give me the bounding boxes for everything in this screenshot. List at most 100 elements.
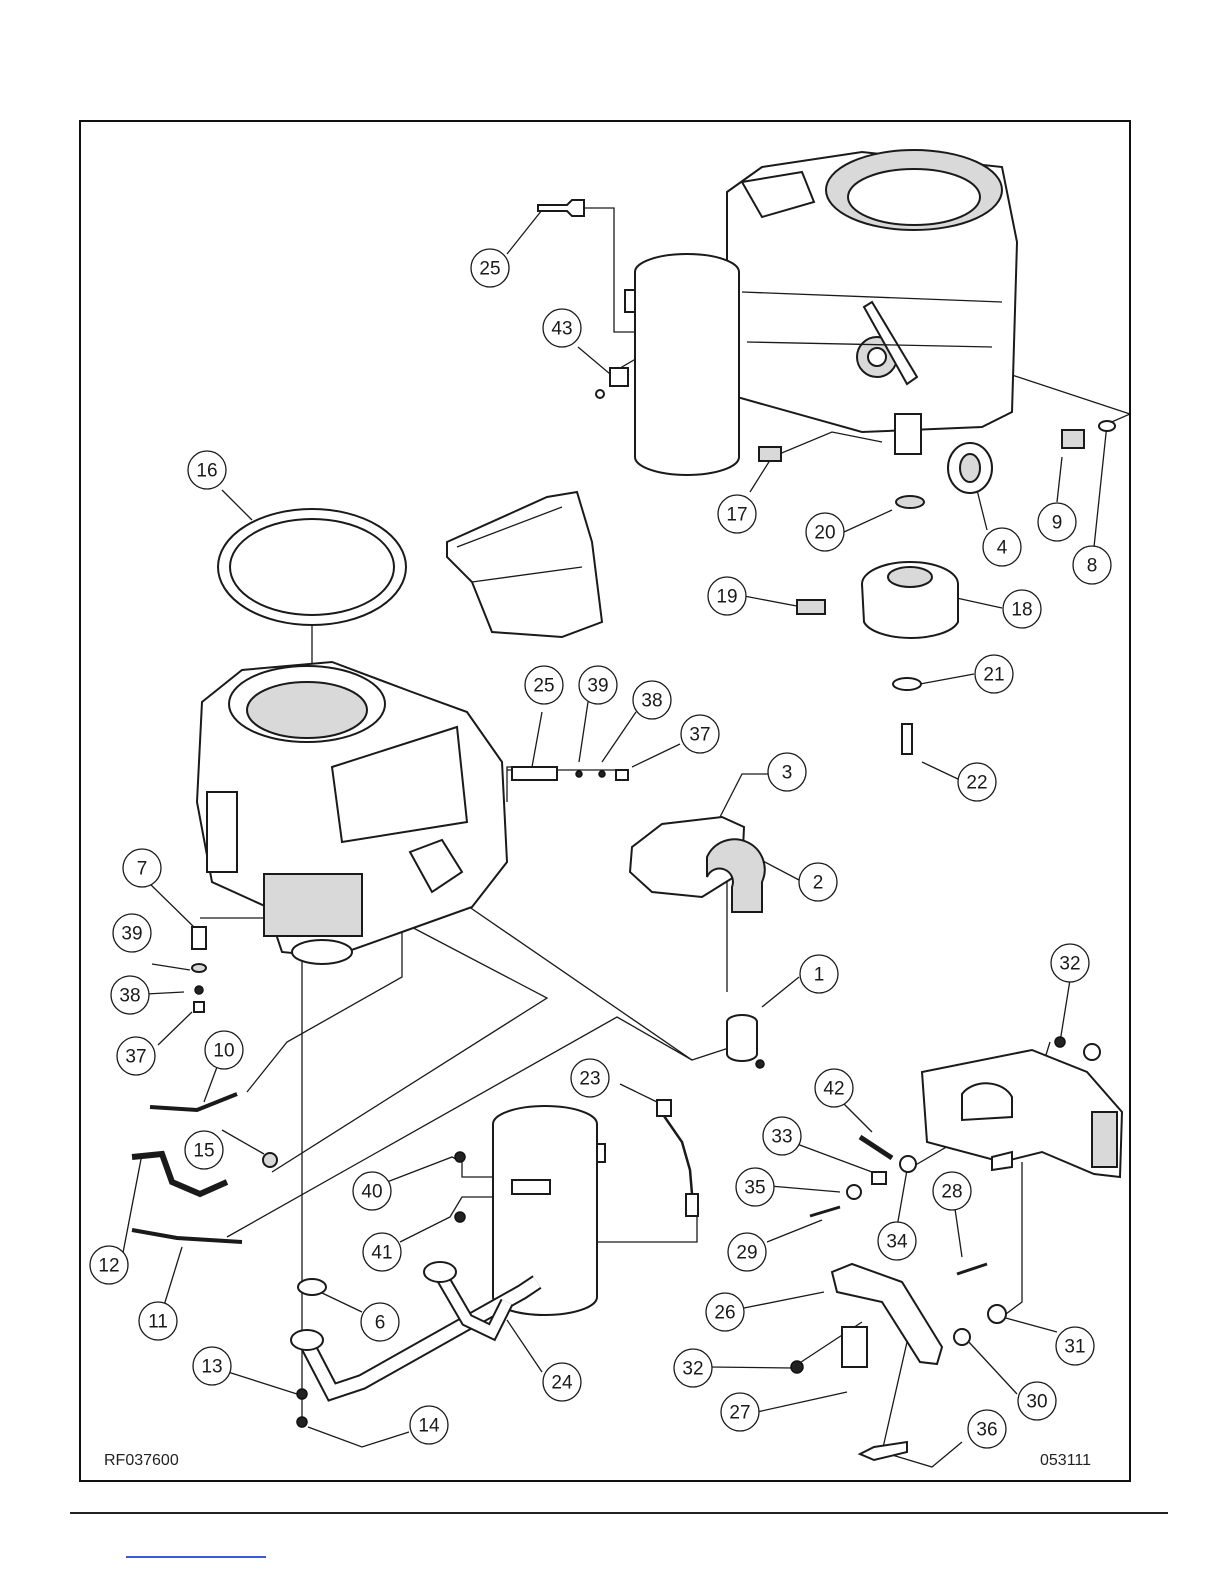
callout-c19: 19 — [708, 577, 746, 615]
callout-label: 28 — [941, 1182, 962, 1203]
exploded-parts-diagram: 2543161720498191821222539383732739383711… — [81, 122, 1129, 1480]
callout-label: 25 — [479, 259, 500, 280]
control-bracket-right — [922, 1037, 1122, 1177]
callout-label: 15 — [193, 1141, 214, 1162]
callout-c21: 21 — [975, 655, 1013, 693]
callout-c17: 17 — [718, 495, 756, 533]
callout-label: 41 — [371, 1243, 392, 1264]
callout-c20: 20 — [806, 513, 844, 551]
callout-label: 7 — [137, 859, 148, 880]
elbow-fitting-1 — [727, 1015, 764, 1068]
callout-c2: 2 — [799, 863, 837, 901]
callout-c4: 4 — [983, 528, 1021, 566]
callout-label: 18 — [1011, 600, 1032, 621]
callout-c9: 9 — [1038, 503, 1076, 541]
callout-c37a: 37 — [681, 715, 719, 753]
callout-label: 39 — [587, 676, 608, 697]
drawing-code: RF037600 — [104, 1452, 179, 1470]
callout-c16: 16 — [188, 451, 226, 489]
callout-label: 32 — [682, 1359, 703, 1380]
callout-c32b: 32 — [674, 1349, 712, 1387]
callout-c7: 7 — [123, 849, 161, 887]
air-filter-element — [630, 817, 765, 912]
callout-c33: 33 — [763, 1117, 801, 1155]
callout-label: 8 — [1087, 556, 1098, 577]
oxygen-sensor — [657, 1100, 698, 1216]
callout-label: 24 — [551, 1373, 573, 1394]
footer-link-underline — [126, 1556, 266, 1558]
callout-label: 36 — [976, 1420, 997, 1441]
callout-c23: 23 — [571, 1059, 609, 1097]
callout-c31: 31 — [1056, 1327, 1094, 1365]
small-fittings-left — [192, 927, 206, 1012]
callout-label: 4 — [997, 538, 1008, 559]
callout-label: 29 — [736, 1243, 757, 1264]
callout-label: 11 — [148, 1312, 168, 1333]
callout-label: 38 — [119, 986, 140, 1007]
callout-c32a: 32 — [1051, 944, 1089, 982]
engine-main-block — [197, 662, 507, 964]
callout-label: 43 — [551, 319, 572, 340]
callout-c37b: 37 — [117, 1037, 155, 1075]
callout-label: 25 — [533, 676, 554, 697]
callout-c41: 41 — [363, 1233, 401, 1271]
callout-label: 38 — [641, 691, 662, 712]
callout-label: 35 — [744, 1178, 765, 1199]
callout-c8: 8 — [1073, 546, 1111, 584]
callout-c29: 29 — [728, 1233, 766, 1271]
callout-label: 40 — [361, 1182, 382, 1203]
callout-label: 26 — [714, 1303, 735, 1324]
callout-c28: 28 — [933, 1172, 971, 1210]
callout-c12: 12 — [90, 1246, 128, 1284]
callout-label: 37 — [125, 1047, 146, 1068]
callout-c27: 27 — [721, 1393, 759, 1431]
callout-c25a: 25 — [471, 249, 509, 287]
callout-c18: 18 — [1003, 590, 1041, 628]
callout-label: 37 — [689, 725, 710, 746]
callout-c38a: 38 — [633, 681, 671, 719]
callout-label: 2 — [813, 873, 824, 894]
callout-label: 33 — [771, 1127, 792, 1148]
callout-label: 1 — [814, 965, 825, 986]
callout-c42: 42 — [815, 1069, 853, 1107]
callout-label: 27 — [729, 1403, 750, 1424]
callout-label: 39 — [121, 924, 142, 945]
callout-label: 14 — [418, 1416, 440, 1437]
callout-label: 9 — [1052, 513, 1063, 534]
callout-label: 34 — [886, 1232, 908, 1253]
callout-c3: 3 — [768, 753, 806, 791]
air-cleaner-canister — [625, 254, 739, 475]
callout-label: 31 — [1064, 1337, 1085, 1358]
pulley-assembly — [797, 443, 992, 754]
callout-c22: 22 — [958, 763, 996, 801]
callout-c15: 15 — [185, 1131, 223, 1169]
callout-c30: 30 — [1018, 1382, 1056, 1420]
filter-ring — [218, 509, 406, 625]
callout-c24: 24 — [543, 1363, 581, 1401]
callout-label: 6 — [375, 1313, 386, 1334]
callout-c35: 35 — [736, 1168, 774, 1206]
callout-c25b: 25 — [525, 666, 563, 704]
callout-c40: 40 — [353, 1172, 391, 1210]
callout-c39b: 39 — [113, 914, 151, 952]
callout-c39a: 39 — [579, 666, 617, 704]
callout-c34: 34 — [878, 1222, 916, 1260]
callout-c36: 36 — [968, 1410, 1006, 1448]
callout-label: 30 — [1026, 1392, 1047, 1413]
engine-top-right — [727, 150, 1017, 454]
callout-label: 10 — [213, 1041, 234, 1062]
date-code: 053111 — [1040, 1452, 1091, 1470]
callout-c14: 14 — [410, 1406, 448, 1444]
callout-c38b: 38 — [111, 976, 149, 1014]
callout-label: 42 — [823, 1079, 844, 1100]
spark-plug-part — [538, 200, 584, 216]
callout-label: 3 — [782, 763, 793, 784]
callout-label: 22 — [966, 773, 987, 794]
callout-label: 13 — [201, 1357, 222, 1378]
callout-c11: 11 — [139, 1302, 177, 1340]
clip-43 — [596, 368, 628, 398]
footer-rule — [70, 1512, 1168, 1514]
callout-c43: 43 — [543, 309, 581, 347]
blower-housing-shroud — [447, 492, 602, 637]
